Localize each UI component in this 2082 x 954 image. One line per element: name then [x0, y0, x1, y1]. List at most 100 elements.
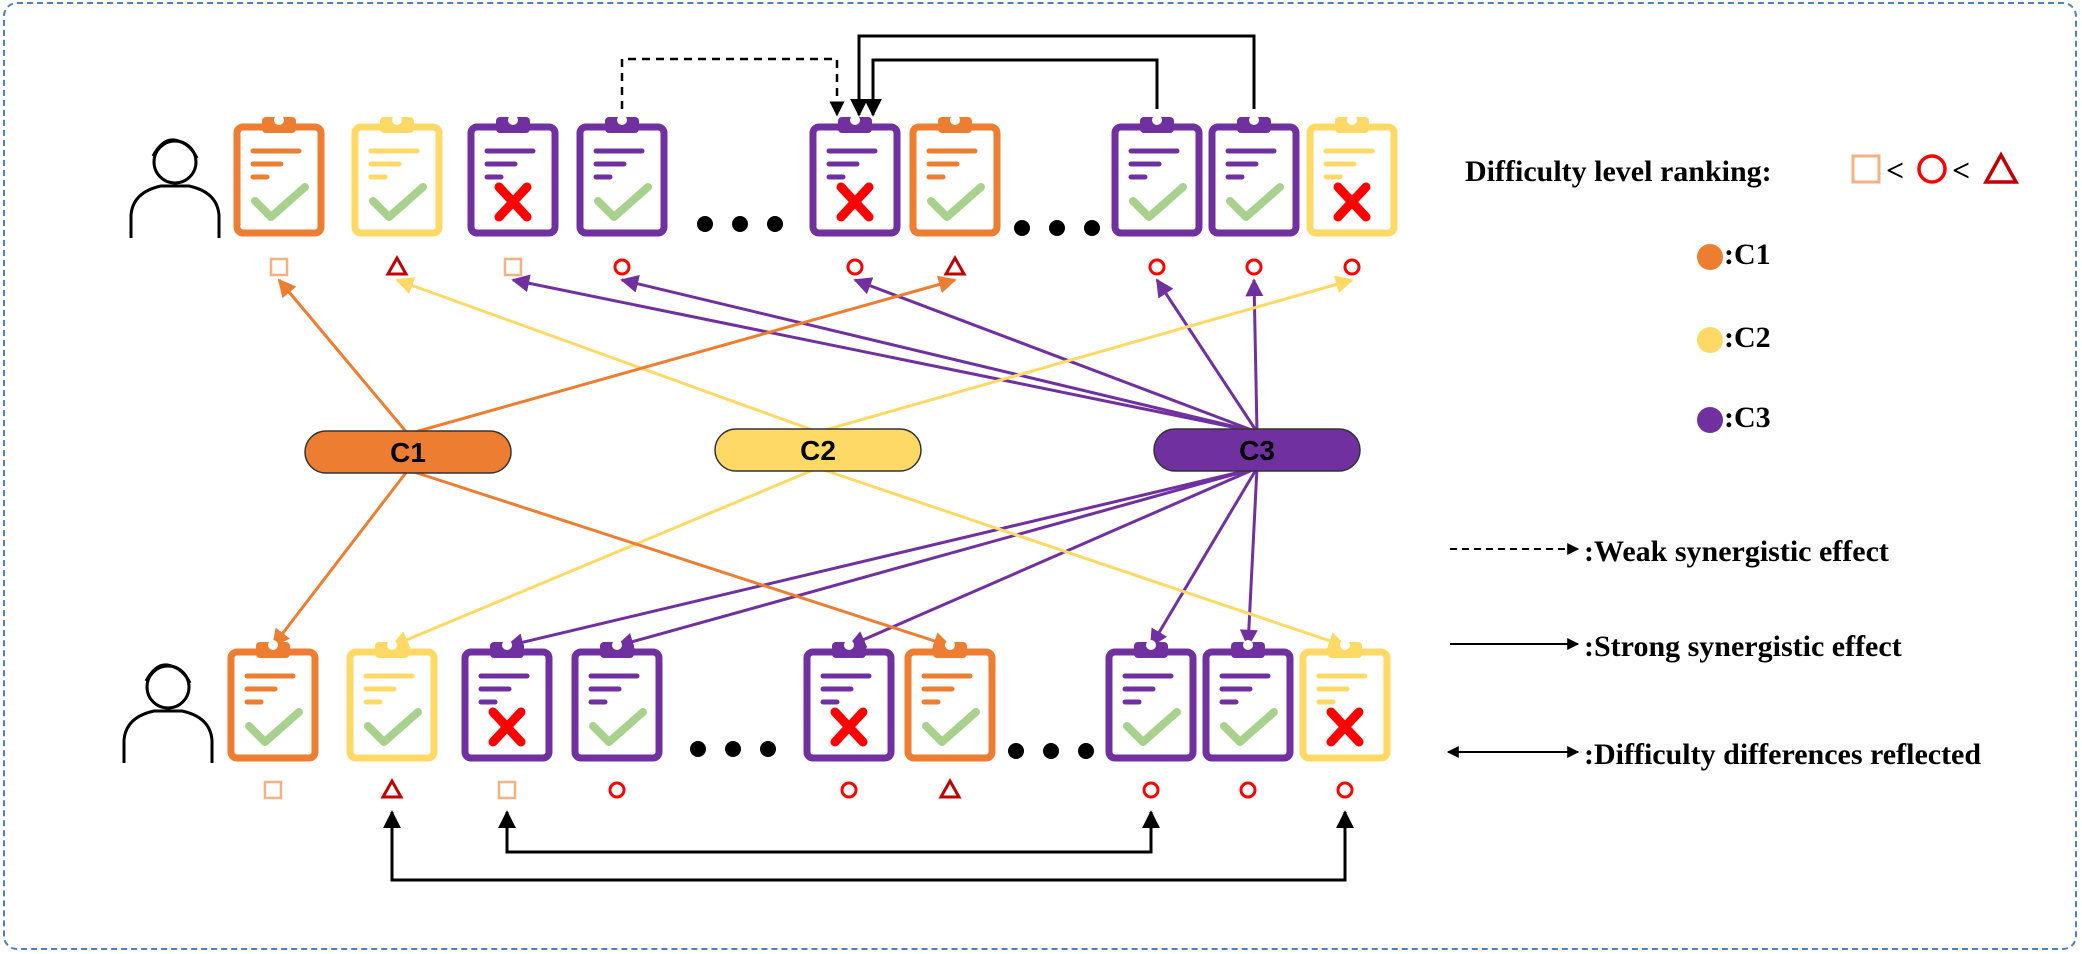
c2-dot-icon [1697, 327, 1723, 353]
check-icon [1129, 183, 1187, 221]
ellipsis-dot [1084, 220, 1100, 236]
c3-dot-icon [1697, 407, 1723, 433]
check-icon [251, 183, 309, 221]
difficulty-reflected-arrow [498, 810, 1160, 854]
cluster-edges [271, 274, 1354, 652]
check-icon [1226, 183, 1284, 221]
cluster-edge [277, 278, 410, 435]
exercise-clipboard-icon [346, 640, 438, 762]
cluster-edge [1149, 467, 1259, 648]
exercise-clipboard-icon [233, 115, 325, 237]
ellipsis-dot [1049, 220, 1065, 236]
ranking-label: Difficulty level ranking: [1465, 155, 1772, 188]
check-icon [594, 183, 652, 221]
cluster-label: C3 [1239, 435, 1275, 466]
cluster-pills: C1 C2 C3 [304, 428, 1361, 474]
difficulty-circle-icon [1142, 781, 1160, 799]
cluster-edge [395, 277, 819, 434]
exercise-clipboard-icon [1306, 115, 1398, 237]
exercise-clipboard-icon [1105, 640, 1197, 762]
cluster-label: C1 [390, 437, 426, 468]
legend: Difficulty level ranking: < < :C1 :C2 :C… [1446, 151, 2019, 771]
cluster-edge [1245, 278, 1264, 433]
difficulty-circle-icon [1343, 258, 1361, 276]
legend-c3: :C3 [1724, 401, 1771, 434]
student-icon [122, 663, 214, 763]
ellipsis-dot [1078, 743, 1094, 759]
legend-weak: :Weak synergistic effect [1584, 535, 1889, 568]
difficulty-square-icon [269, 257, 289, 277]
legend-strong: :Strong synergistic effect [1584, 630, 1902, 663]
student-icon [129, 138, 221, 238]
difficulty-square-icon [263, 780, 283, 800]
ellipsis-dot [1014, 220, 1030, 236]
ellipsis-dot [732, 216, 748, 232]
check-icon [1220, 708, 1278, 746]
check-icon [922, 708, 980, 746]
students [122, 138, 221, 763]
difficulty-circle-icon [608, 781, 626, 799]
difficulty-circle-icon [1148, 258, 1166, 276]
cross-icon [830, 707, 868, 747]
cluster-edge [407, 275, 957, 436]
ellipsis-dot [1008, 743, 1024, 759]
legend-reflected: :Difficulty differences reflected [1584, 738, 1981, 771]
cluster-edge [1239, 467, 1259, 648]
cluster-pill-c3: C3 [1153, 428, 1361, 472]
ranking-triangle-icon [1983, 151, 2019, 184]
ellipsis-dot [760, 741, 776, 757]
exercise-clipboard-icon [351, 115, 443, 237]
exercise-clipboard-icon [809, 115, 901, 237]
difficulty-triangle-icon [385, 254, 409, 276]
cluster-edge [817, 466, 1347, 650]
difficulty-triangle-icon [943, 254, 967, 276]
c1-dot-icon [1697, 244, 1723, 270]
cross-icon [1326, 707, 1364, 747]
ellipsis-dot [690, 741, 706, 757]
difficulty-circle-icon [613, 258, 631, 276]
cluster-edge [853, 277, 1258, 434]
ellipsis-dot [697, 216, 713, 232]
cross-icon [488, 707, 526, 747]
difficulty-square-icon [497, 780, 517, 800]
strong-synergy-arrow [850, 34, 1256, 117]
legend-c1: :C1 [1724, 238, 1771, 271]
exercise-clipboard-icon [1208, 115, 1300, 237]
difficulty-triangle-icon [938, 777, 962, 799]
check-icon [369, 183, 427, 221]
check-icon [1123, 708, 1181, 746]
cluster-edge [271, 469, 410, 648]
check-icon [927, 183, 985, 221]
ellipsis-dot [725, 741, 741, 757]
exercise-clipboard-icon [1202, 640, 1294, 762]
exercises [227, 115, 1398, 800]
difficulty-circle-icon [840, 781, 858, 799]
difficulty-circle-icon [846, 258, 864, 276]
check-icon [364, 708, 422, 746]
ranking-circle-icon [1917, 154, 1947, 184]
difficulty-circle-icon [1239, 781, 1257, 799]
dashed-frame [3, 2, 2077, 950]
cluster-pill-c1: C1 [304, 430, 512, 474]
cross-icon [494, 182, 532, 222]
ranking-sep-1: < [1886, 152, 1904, 188]
cluster-edge [390, 466, 819, 649]
ellipsis-dot [767, 216, 783, 232]
cluster-label: C2 [800, 435, 836, 466]
cluster-edge [847, 466, 1258, 648]
cross-icon [836, 182, 874, 222]
cluster-edge [511, 274, 1258, 434]
cross-icon [1333, 182, 1371, 222]
difficulty-reflected-arrow [383, 810, 1354, 882]
ranking-sep-2: < [1952, 152, 1970, 188]
exercise-clipboard-icon [1299, 640, 1391, 762]
exercise-clipboard-icon [461, 640, 553, 762]
cluster-edge [1155, 278, 1259, 433]
exercise-clipboard-icon [227, 640, 319, 762]
legend-c2: :C2 [1724, 321, 1771, 354]
exercise-clipboard-icon [576, 115, 668, 237]
difficulty-circle-icon [1245, 258, 1263, 276]
cluster-edge [615, 466, 1258, 651]
exercise-clipboard-icon [571, 640, 663, 762]
ellipsis-dots [690, 216, 1100, 759]
